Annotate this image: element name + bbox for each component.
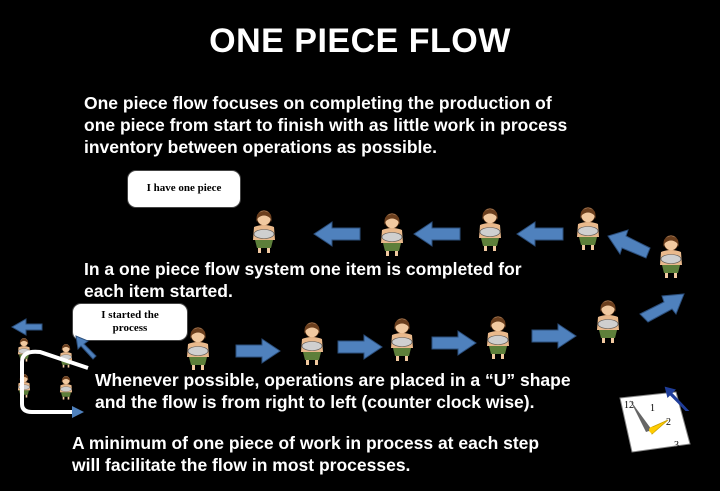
flow-arrow	[639, 293, 685, 323]
worker-figure	[576, 207, 600, 251]
speech-bubble-have-one-text: I have one piece	[146, 182, 222, 194]
flow-arrow	[431, 330, 477, 356]
worker-figure	[59, 375, 73, 400]
speech-bubble-started: I started the process	[72, 303, 188, 341]
clock-numeral: 12	[624, 400, 634, 411]
worker-figure	[486, 316, 510, 360]
flow-arrow	[531, 323, 577, 349]
worker-figure	[186, 327, 210, 371]
clock-numeral: 1	[650, 403, 655, 414]
flow-arrow	[337, 334, 383, 360]
system-paragraph: In a one piece flow system one item is c…	[84, 259, 522, 301]
worker-figure	[252, 210, 276, 254]
flow-arrow	[10, 318, 43, 336]
clock-numeral: 2	[666, 417, 671, 428]
clock-numeral: 3	[674, 440, 679, 451]
intro-paragraph: One piece flow focuses on completing the…	[84, 93, 568, 157]
flow-arrow	[607, 229, 651, 259]
clock-icon: 12 1 2 3	[619, 391, 691, 453]
minimum-wip-paragraph: A minimum of one piece of work in proces…	[72, 433, 540, 475]
speech-bubble-started-text: I started the process	[101, 309, 159, 334]
u-shape-path	[20, 349, 89, 414]
worker-figure	[300, 322, 324, 366]
flow-arrow	[516, 221, 564, 247]
counter-clockwise-arrow	[664, 386, 690, 411]
worker-figure	[596, 300, 620, 344]
page-title: ONE PIECE FLOW	[209, 22, 511, 60]
u-shape-arrowhead	[72, 406, 84, 418]
flow-arrow	[313, 221, 361, 247]
worker-figure	[390, 318, 414, 362]
flow-arrow	[235, 338, 281, 364]
worker-figure	[659, 235, 683, 279]
flow-arrow	[413, 221, 461, 247]
worker-figure	[380, 213, 404, 257]
speech-bubble-have-one: I have one piece	[127, 170, 241, 208]
u-shape-paragraph: Whenever possible, operations are placed…	[95, 370, 571, 412]
flow-arrow	[75, 335, 97, 360]
worker-figure	[478, 208, 502, 252]
